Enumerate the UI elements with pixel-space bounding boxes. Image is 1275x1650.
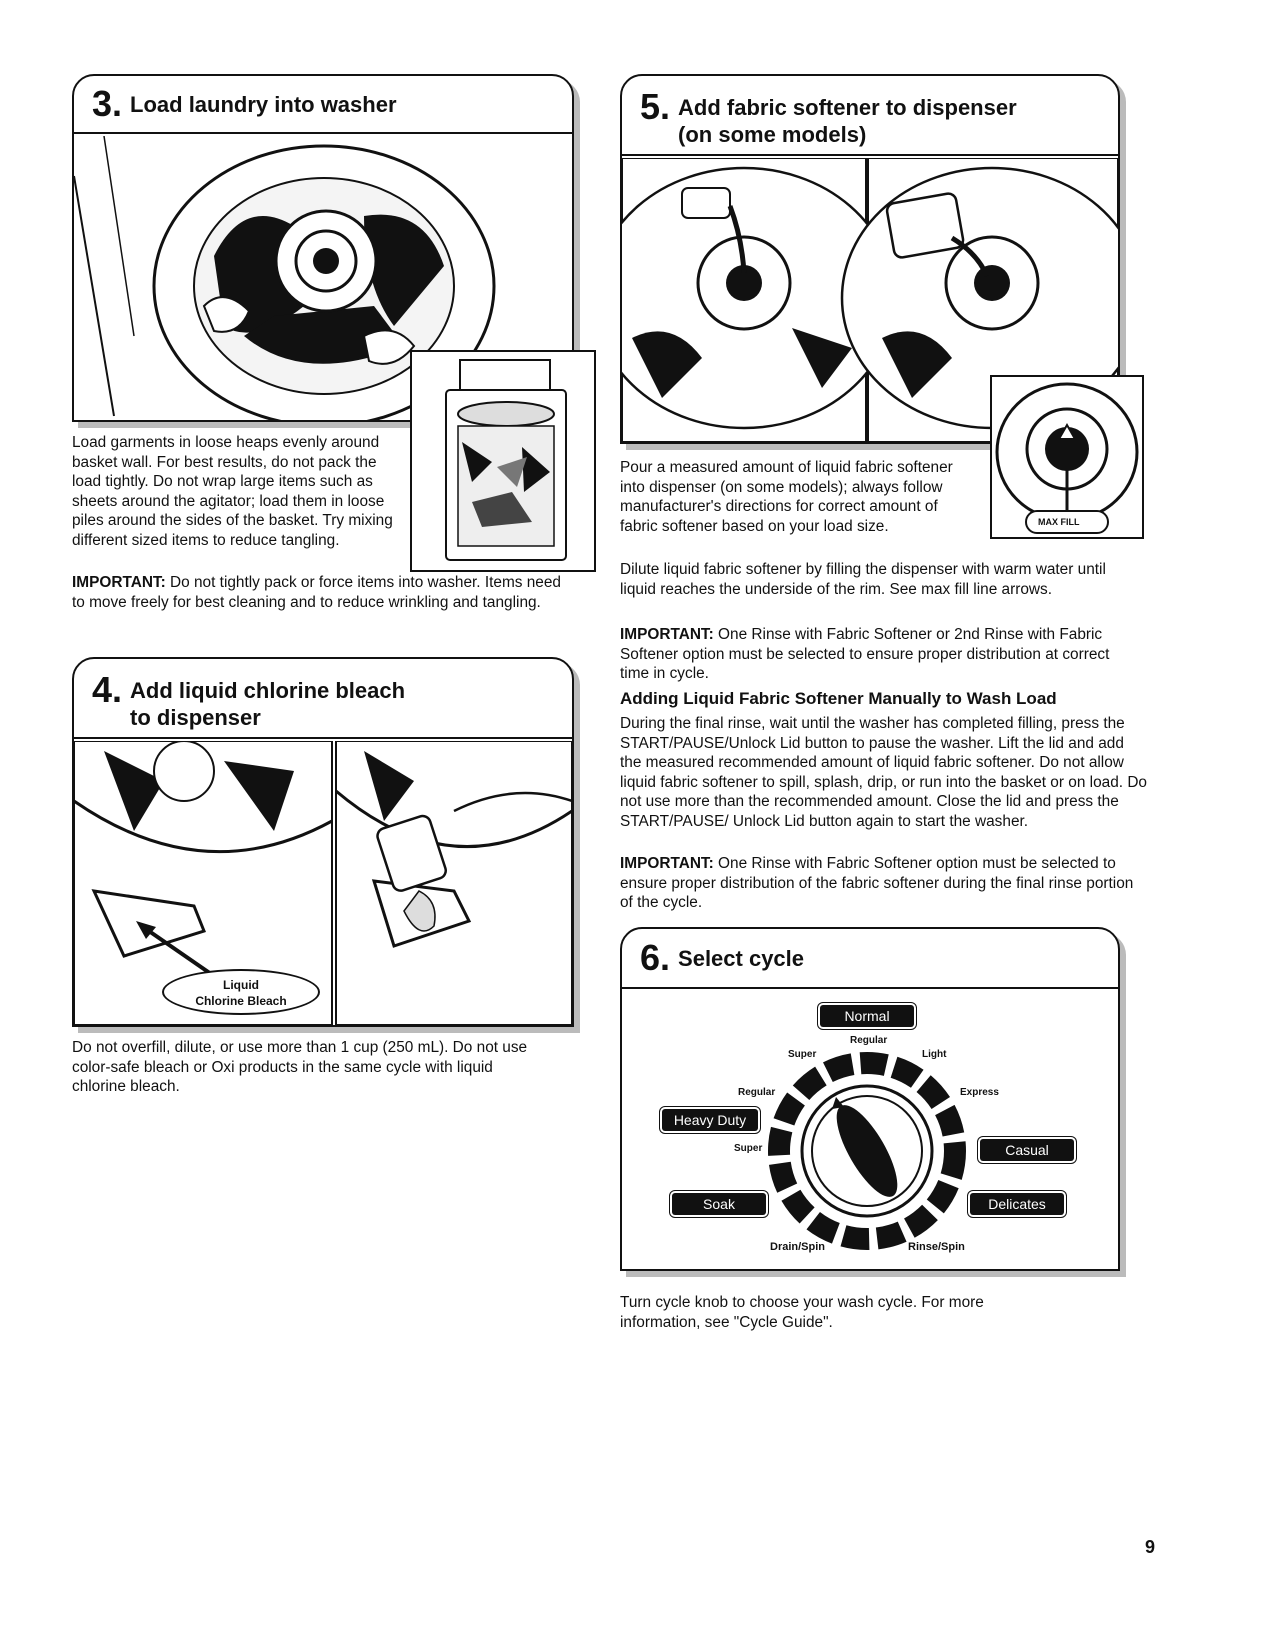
step4-title: Add liquid chlorine bleach to dispenser [130, 669, 405, 731]
step4-body: Do not overfill, dilute, or use more tha… [72, 1039, 528, 1095]
bleach-callout-line2: Chlorine Bleach [195, 994, 287, 1008]
step3-number: 3. [92, 83, 123, 124]
cycle-dial [768, 1052, 966, 1250]
step5-important2: IMPORTANT: One Rinse with Fabric Softene… [620, 854, 1148, 913]
cycle-normal-regular: Regular [850, 1035, 888, 1046]
cycle-delicates[interactable]: Delicates [970, 1193, 1064, 1215]
step3-header: 3. Load laundry into washer [74, 76, 572, 134]
step3-important-text: Do not tightly pack or force items into … [72, 574, 561, 611]
step3-important-label: IMPORTANT: [72, 574, 166, 591]
step5-important2-text: One Rinse with Fabric Softener option mu… [620, 855, 1134, 911]
step5-manual-body: During the final rinse, wait until the w… [620, 715, 1147, 830]
step6-body: Turn cycle knob to choose your wash cycl… [620, 1294, 984, 1331]
cycle-casual[interactable]: Casual [980, 1139, 1074, 1161]
step5-manual-heading: Adding Liquid Fabric Softener Manually t… [620, 689, 1057, 708]
step5-title: Add fabric softener to dispenser (on som… [678, 86, 1017, 148]
cycle-normal-super: Super [788, 1049, 817, 1060]
maxfill-label: MAX FILL [1038, 517, 1080, 527]
step5-number: 5. [640, 86, 671, 127]
step5-body1: Pour a measured amount of liquid fabric … [620, 459, 953, 535]
step3-important: IMPORTANT: Do not tightly pack or force … [72, 573, 562, 612]
step5-body2: Dilute liquid fabric softener by filling… [620, 561, 1106, 598]
step5-title-line1: Add fabric softener to dispenser [678, 95, 1017, 120]
loaded-washer-icon [445, 359, 567, 561]
step4-title-line1: Add liquid chlorine bleach [130, 678, 406, 703]
bleach-callout: Liquid Chlorine Bleach [162, 969, 320, 1015]
cycle-heavyduty-super: Super [734, 1143, 763, 1154]
bleach-dispenser-illustration [74, 741, 572, 1025]
step3-title: Load laundry into washer [130, 91, 397, 117]
step6-panel: 6. Select cycle Normal Regular Super Lig… [620, 927, 1120, 1271]
cycle-heavyduty-regular: Regular [738, 1087, 776, 1098]
step6-title: Select cycle [678, 945, 805, 971]
cycle-drain-spin: Drain/Spin [770, 1241, 826, 1253]
bleach-callout-line1: Liquid [223, 978, 259, 992]
step3-body: Load garments in loose heaps evenly arou… [72, 434, 393, 549]
cycle-normal[interactable]: Normal [820, 1005, 914, 1027]
step5-important1-text: One Rinse with Fabric Softener or 2nd Ri… [620, 626, 1110, 682]
step4-panel: 4. Add liquid chlorine bleach to dispens… [72, 657, 574, 1027]
step4-number: 4. [92, 669, 123, 710]
step5-title-line2: (on some models) [678, 122, 867, 147]
cycle-rinse-spin: Rinse/Spin [908, 1241, 965, 1253]
step6-header: 6. Select cycle [622, 929, 1118, 989]
step6-number: 6. [640, 937, 671, 978]
step5-important1-label: IMPORTANT: [620, 626, 714, 643]
dispenser-closeup-icon [995, 382, 1139, 534]
step5-important1: IMPORTANT: One Rinse with Fabric Softene… [620, 625, 1110, 684]
cycle-normal-light: Light [922, 1049, 947, 1060]
step4-title-line2: to dispenser [130, 705, 261, 730]
step4-header: 4. Add liquid chlorine bleach to dispens… [74, 659, 572, 739]
loaded-washer-inset [410, 350, 596, 572]
step5-important2-label: IMPORTANT: [620, 855, 714, 872]
cycle-heavy-duty[interactable]: Heavy Duty [662, 1109, 758, 1131]
maxfill-inset: MAX FILL [990, 375, 1144, 539]
cycle-express: Express [960, 1087, 999, 1098]
step5-header: 5. Add fabric softener to dispenser (on … [622, 76, 1118, 156]
page-number: 9 [1144, 1537, 1155, 1557]
cycle-soak[interactable]: Soak [672, 1193, 766, 1215]
